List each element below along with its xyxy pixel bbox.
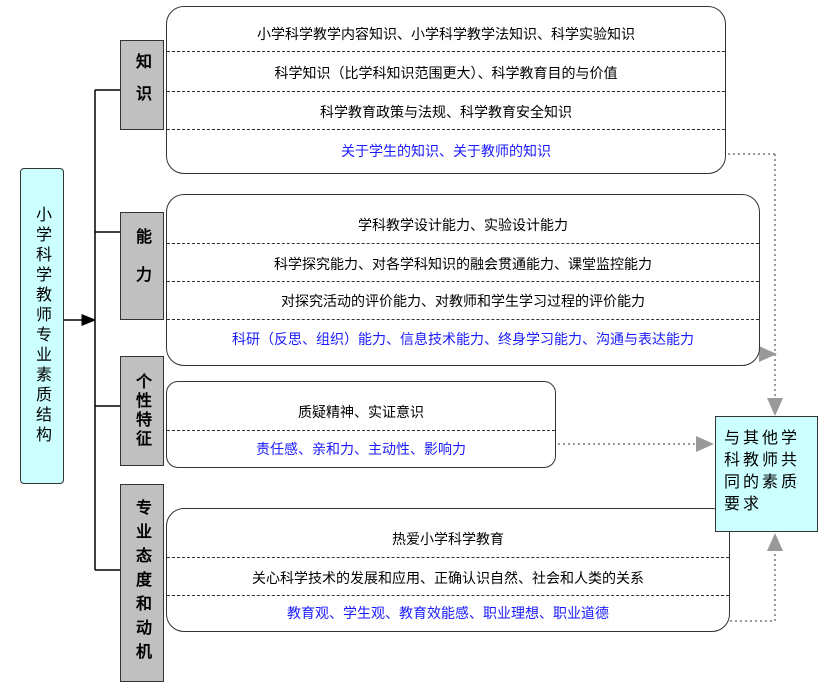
- personality-box: 质疑精神、实证意识 责任感、亲和力、主动性、影响力: [166, 381, 556, 468]
- ability-box: 学科教学设计能力、实验设计能力 科学探究能力、对各学科知识的融会贯通能力、课堂监…: [166, 194, 760, 366]
- attitude-item: 热爱小学科学教育: [392, 532, 504, 548]
- root-node: 小学科学教师专业素质结构: [20, 168, 64, 484]
- category-attitude: 专业态度和动机: [120, 484, 164, 682]
- knowledge-item: 科学教育政策与法规、科学教育安全知识: [320, 105, 572, 121]
- attitude-box: 热爱小学科学教育 关心科学技术的发展和应用、正确认识自然、社会和人类的关系 教育…: [166, 508, 730, 632]
- personality-item-shared: 责任感、亲和力、主动性、影响力: [256, 442, 466, 458]
- divider: [167, 243, 759, 244]
- category-label: 知识: [133, 53, 152, 117]
- divider: [167, 430, 555, 431]
- ability-item: 对探究活动的评价能力、对教师和学生学习过程的评价能力: [281, 294, 645, 310]
- attitude-item: 关心科学技术的发展和应用、正确认识自然、社会和人类的关系: [252, 571, 644, 587]
- knowledge-item: 科学知识（比学科知识范围更大）、科学教育目的与价值: [274, 66, 618, 82]
- ability-item-shared: 科研（反思、组织）能力、信息技术能力、终身学习能力、沟通与表达能力: [232, 332, 694, 348]
- shared-requirements-label: 与其他学科教师共同的素质要求: [724, 428, 801, 513]
- knowledge-box: 小学科学教学内容知识、小学科学教学法知识、科学实验知识 科学知识（比学科知识范围…: [166, 6, 726, 174]
- category-label: 能力: [133, 228, 152, 304]
- divider: [167, 91, 725, 92]
- category-knowledge: 知识: [120, 40, 164, 130]
- knowledge-item: 小学科学教学内容知识、小学科学教学法知识、科学实验知识: [257, 27, 635, 43]
- knowledge-item-shared: 关于学生的知识、关于教师的知识: [341, 144, 551, 160]
- divider: [167, 557, 729, 558]
- divider: [167, 129, 725, 130]
- shared-requirements-node: 与其他学科教师共同的素质要求: [715, 416, 818, 532]
- divider: [167, 595, 729, 596]
- divider: [167, 281, 759, 282]
- category-personality: 个性特征: [120, 356, 164, 466]
- ability-item: 学科教学设计能力、实验设计能力: [358, 218, 568, 234]
- category-label: 个性特征: [133, 373, 152, 449]
- category-label: 专业态度和动机: [133, 499, 152, 667]
- divider: [167, 319, 759, 320]
- category-ability: 能力: [120, 212, 164, 320]
- personality-item: 质疑精神、实证意识: [298, 405, 424, 421]
- ability-item: 科学探究能力、对各学科知识的融会贯通能力、课堂监控能力: [274, 257, 652, 273]
- root-label: 小学科学教师专业素质结构: [33, 206, 52, 446]
- attitude-item-shared: 教育观、学生观、教育效能感、职业理想、职业道德: [287, 606, 609, 622]
- divider: [167, 51, 725, 52]
